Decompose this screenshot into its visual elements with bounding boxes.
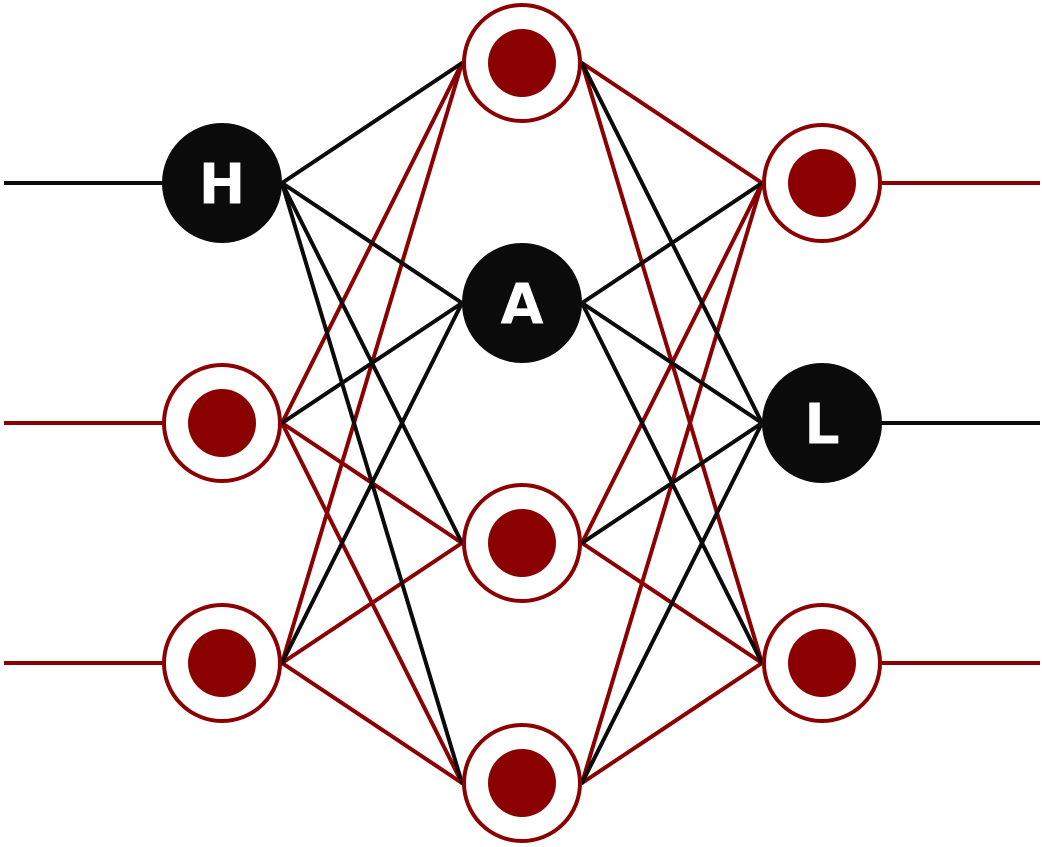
edge-i1-h1 <box>280 301 464 425</box>
network-nodes: H A L <box>162 3 882 843</box>
node-h0 <box>462 3 582 123</box>
node-o0 <box>762 123 882 243</box>
node-label-h1: A <box>500 273 544 338</box>
edge-h3-o2 <box>580 661 764 785</box>
edge-i2-h3 <box>280 661 464 785</box>
node-dot-i2 <box>188 629 256 697</box>
node-circle-i0 <box>162 123 282 243</box>
node-h3 <box>462 723 582 843</box>
node-h2 <box>462 483 582 603</box>
node-circle-o1 <box>762 363 882 483</box>
edge-i2-h1 <box>280 301 464 665</box>
node-i2 <box>162 603 282 723</box>
edge-h1-o1 <box>580 301 764 425</box>
node-label-o1: L <box>804 393 840 458</box>
edge-h3-o1 <box>580 421 764 785</box>
node-dot-h3 <box>488 749 556 817</box>
node-h1: A <box>462 243 582 363</box>
edge-i2-h2 <box>280 541 464 665</box>
edge-h0-o0 <box>580 61 764 185</box>
node-dot-h0 <box>488 29 556 97</box>
network-edges <box>280 61 764 785</box>
node-dot-i1 <box>188 389 256 457</box>
edge-i0-h0 <box>280 61 464 185</box>
node-o1: L <box>762 363 882 483</box>
node-label-i0: H <box>199 153 246 218</box>
node-circle-h1 <box>462 243 582 363</box>
node-o2 <box>762 603 882 723</box>
node-dot-o2 <box>788 629 856 697</box>
node-dot-h2 <box>488 509 556 577</box>
edge-i0-h1 <box>280 181 464 305</box>
node-dot-o0 <box>788 149 856 217</box>
edge-h1-o0 <box>580 181 764 305</box>
node-i1 <box>162 363 282 483</box>
node-i0: H <box>162 123 282 243</box>
edge-h2-o1 <box>580 421 764 545</box>
